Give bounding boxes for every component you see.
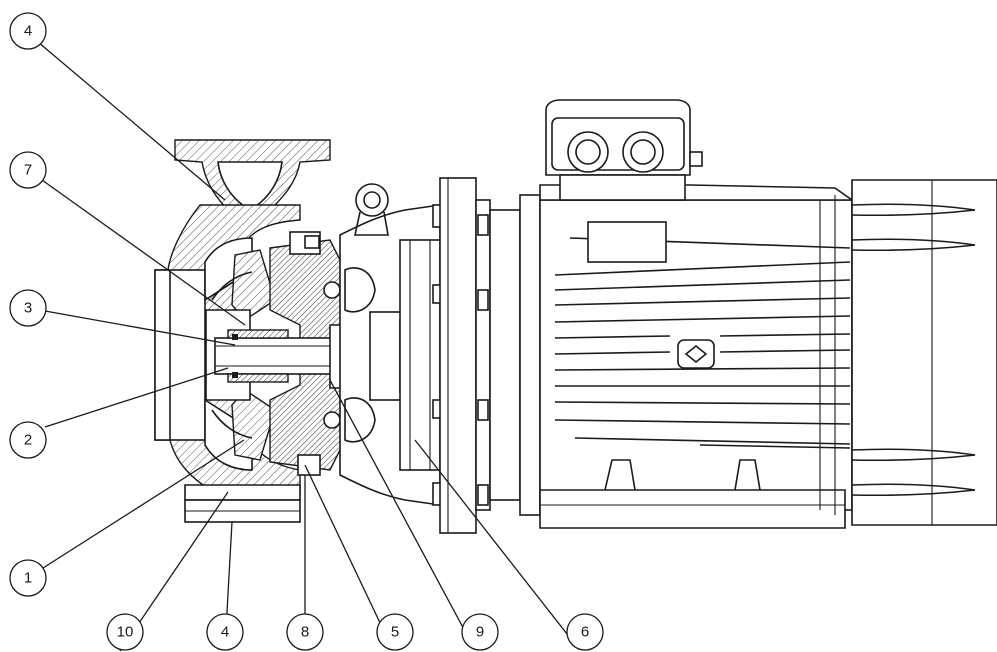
terminal-box bbox=[545, 99, 703, 201]
callout-label: 10 bbox=[117, 624, 134, 641]
callout-3: 3 bbox=[9, 289, 47, 327]
lantern-housing bbox=[339, 183, 444, 506]
callout-label: 1 bbox=[24, 570, 32, 587]
callout-label: 7 bbox=[24, 162, 32, 179]
motor-flange bbox=[439, 177, 541, 534]
callout-1: 1 bbox=[9, 559, 47, 597]
callout-5: 5 bbox=[376, 613, 414, 651]
callout-label: 4 bbox=[221, 624, 229, 641]
callout-label: 6 bbox=[581, 624, 589, 641]
callout-label: 3 bbox=[24, 300, 32, 317]
callout-label: 2 bbox=[24, 432, 32, 449]
callout-9: 9 bbox=[461, 613, 499, 651]
callout-2: 2 bbox=[9, 421, 47, 459]
callout-10: 10 bbox=[106, 613, 144, 651]
callout-4-bottom: 4 bbox=[206, 613, 244, 651]
callout-label: 5 bbox=[391, 624, 399, 641]
callout-6: 6 bbox=[566, 613, 604, 651]
callout-label: 9 bbox=[476, 624, 484, 641]
motor-body bbox=[539, 184, 855, 529]
callout-7: 7 bbox=[9, 151, 47, 189]
callout-label: 8 bbox=[301, 624, 309, 641]
callout-4-top: 4 bbox=[9, 12, 47, 50]
callout-label: 4 bbox=[24, 23, 32, 40]
callout-8: 8 bbox=[286, 613, 324, 651]
fan-cowl bbox=[851, 179, 997, 526]
